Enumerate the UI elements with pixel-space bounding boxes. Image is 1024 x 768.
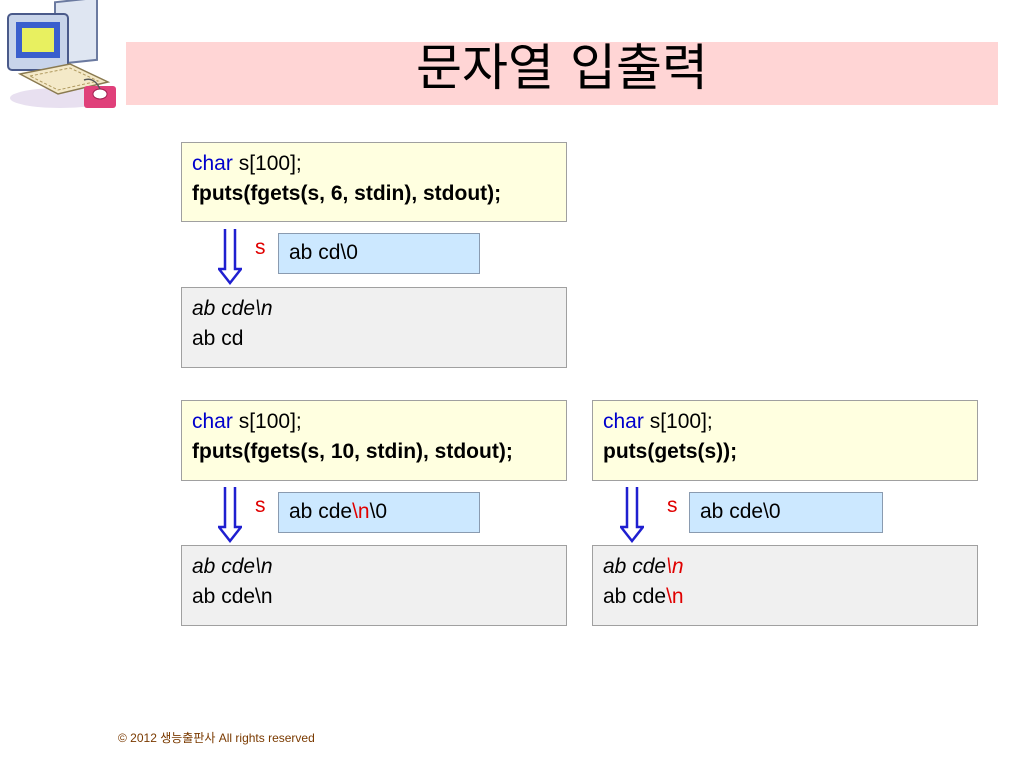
program-output: ab cde\n: [192, 585, 273, 608]
typed-input: ab cde: [192, 297, 256, 320]
output-box-3: ab cde\n ab cde\n: [592, 545, 978, 626]
code-call: puts(gets(s));: [603, 440, 738, 463]
title-band: [126, 42, 998, 105]
code-decl: s[100];: [643, 410, 713, 433]
copyright-footer: © 2012 생능출판사 All rights reserved: [118, 731, 315, 745]
typed-input: ab cde: [192, 555, 256, 578]
code-call: fputs(fgets(s, 6, stdin), stdout);: [192, 182, 502, 205]
code-decl: s[100];: [232, 410, 302, 433]
code-box-2: char s[100]; fputs(fgets(s, 10, stdin), …: [181, 400, 567, 481]
code-keyword: char: [192, 410, 233, 433]
variable-label: s: [255, 236, 266, 259]
buffer-terminator: \0: [369, 500, 388, 523]
typed-input-newline: \n: [666, 555, 684, 578]
buffer-box-3: ab cde\0: [689, 492, 883, 533]
variable-label: s: [667, 494, 678, 517]
typed-input-newline: \n: [255, 555, 273, 578]
buffer-box-2: ab cde\n\0: [278, 492, 480, 533]
program-output: ab cde: [603, 585, 667, 608]
code-call: fputs(fgets(s, 10, stdin), stdout);: [192, 440, 513, 463]
buffer-newline: \n: [352, 500, 370, 523]
code-box-3: char s[100]; puts(gets(s));: [592, 400, 978, 481]
code-keyword: char: [603, 410, 644, 433]
buffer-box-1: ab cd\0: [278, 233, 480, 274]
output-box-2: ab cde\n ab cde\n: [181, 545, 567, 626]
buffer-text: ab cde\0: [700, 500, 781, 523]
typed-input: ab cde: [603, 555, 667, 578]
variable-label: s: [255, 494, 266, 517]
program-output: ab cd: [192, 327, 244, 350]
code-decl: s[100];: [232, 152, 302, 175]
program-output-newline: \n: [666, 585, 684, 608]
computer-illustration-icon: [7, 0, 116, 108]
code-keyword: char: [192, 152, 233, 175]
buffer-text: ab cde: [289, 500, 353, 523]
down-arrow-icon: [620, 487, 644, 543]
down-arrow-icon: [218, 229, 242, 285]
slide-title: 문자열 입출력: [416, 39, 708, 97]
down-arrow-icon: [218, 487, 242, 543]
buffer-text: ab cd\0: [289, 241, 358, 264]
typed-input-newline: \n: [255, 297, 273, 320]
output-box-1: ab cde\n ab cd: [181, 287, 567, 368]
code-box-1: char s[100]; fputs(fgets(s, 6, stdin), s…: [181, 142, 567, 222]
